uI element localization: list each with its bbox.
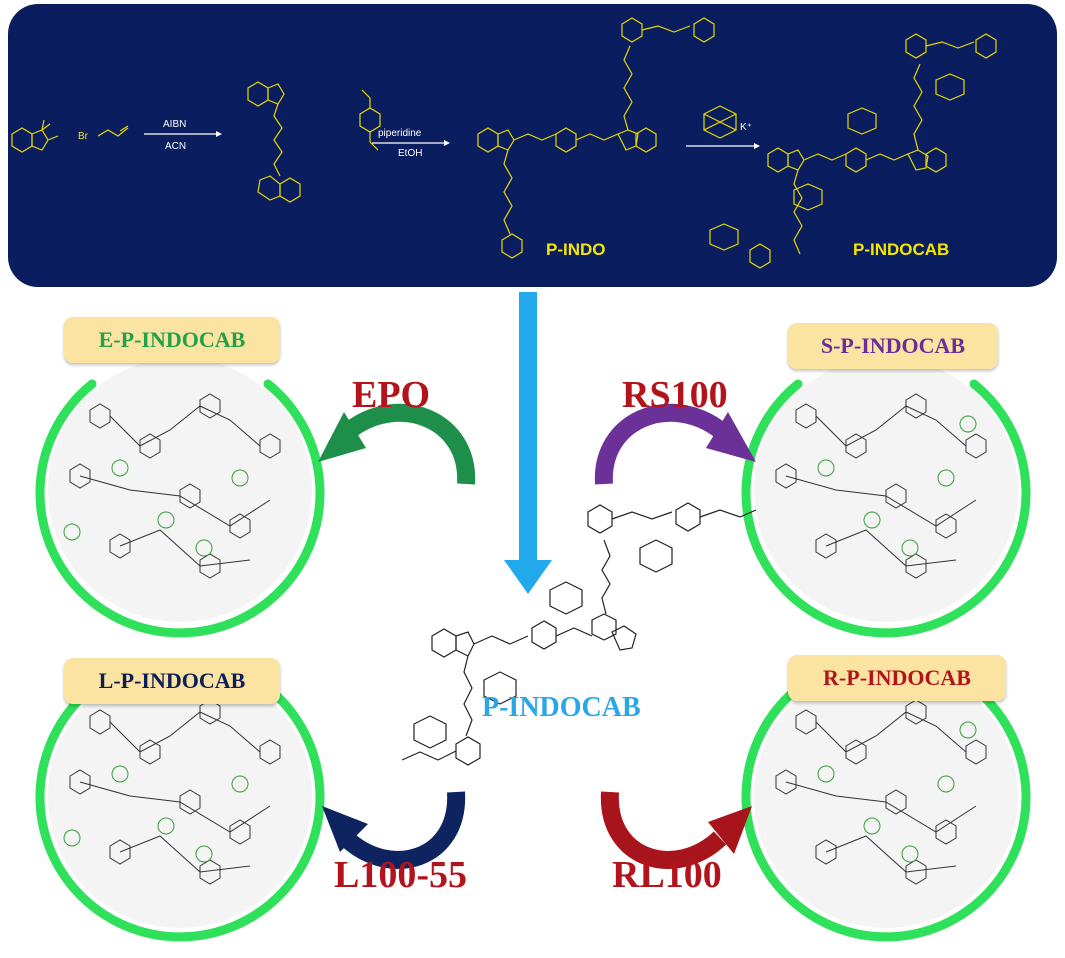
particle-structures <box>69 393 987 885</box>
p-indocab-structure <box>709 33 997 269</box>
label-l100-55: L100-55 <box>334 854 467 896</box>
ring-rl100 <box>741 683 1031 942</box>
tag-s-p-indocab-text: S-P-INDOCAB <box>820 333 966 358</box>
ring-rs100 <box>741 379 1031 638</box>
tag-l-p-indocab: L-P-INDOCAB <box>64 658 280 704</box>
label-epo: EPO <box>352 374 431 416</box>
tag-r-p-indocab-text: R-P-INDOCAB <box>823 665 971 690</box>
product-p-indocab-label: P-INDOCAB <box>853 240 950 259</box>
ring-epo <box>35 379 325 638</box>
carborane-structure <box>703 105 737 139</box>
center-p-indocab-label: P-INDOCAB <box>482 692 641 723</box>
reagent-acn: ACN <box>165 141 186 152</box>
bis-indolium-structure <box>247 81 301 203</box>
reagent-etoh: EtOH <box>398 148 422 159</box>
terephthalaldehyde-structure <box>359 89 381 151</box>
center-down-arrow <box>504 292 552 594</box>
synthesis-panel: AIBN ACN piperidine EtOH K⁺ Br P-INDO P-… <box>8 4 1057 287</box>
indolenine-structure <box>11 119 59 153</box>
ring-l100 <box>35 683 325 942</box>
center-molecule <box>401 502 757 766</box>
carborane-cages <box>63 415 977 863</box>
allyl-bromide-structure <box>97 125 129 137</box>
tag-e-p-indocab-text: E-P-INDOCAB <box>98 327 246 352</box>
bromo-label: Br <box>78 131 89 142</box>
reagent-aibn: AIBN <box>163 119 186 130</box>
label-rl100: RL100 <box>612 854 722 896</box>
arrow-l100 <box>322 791 466 869</box>
reagent-piperidine: piperidine <box>378 128 422 139</box>
arrow-rs100 <box>594 403 756 485</box>
tag-e-p-indocab: E-P-INDOCAB <box>64 317 280 363</box>
tag-s-p-indocab: S-P-INDOCAB <box>788 323 998 369</box>
tag-r-p-indocab: R-P-INDOCAB <box>788 655 1006 701</box>
tag-l-p-indocab-text: L-P-INDOCAB <box>98 668 246 693</box>
arrow-epo <box>318 403 476 485</box>
label-rs100: RS100 <box>622 374 728 416</box>
synthesis-scheme: AIBN ACN piperidine EtOH K⁺ Br <box>11 17 997 269</box>
reagent-potassium: K⁺ <box>740 122 752 133</box>
p-indo-structure <box>477 17 715 259</box>
product-p-indo-label: P-INDO <box>546 240 606 259</box>
arrow-rl100 <box>600 791 752 869</box>
